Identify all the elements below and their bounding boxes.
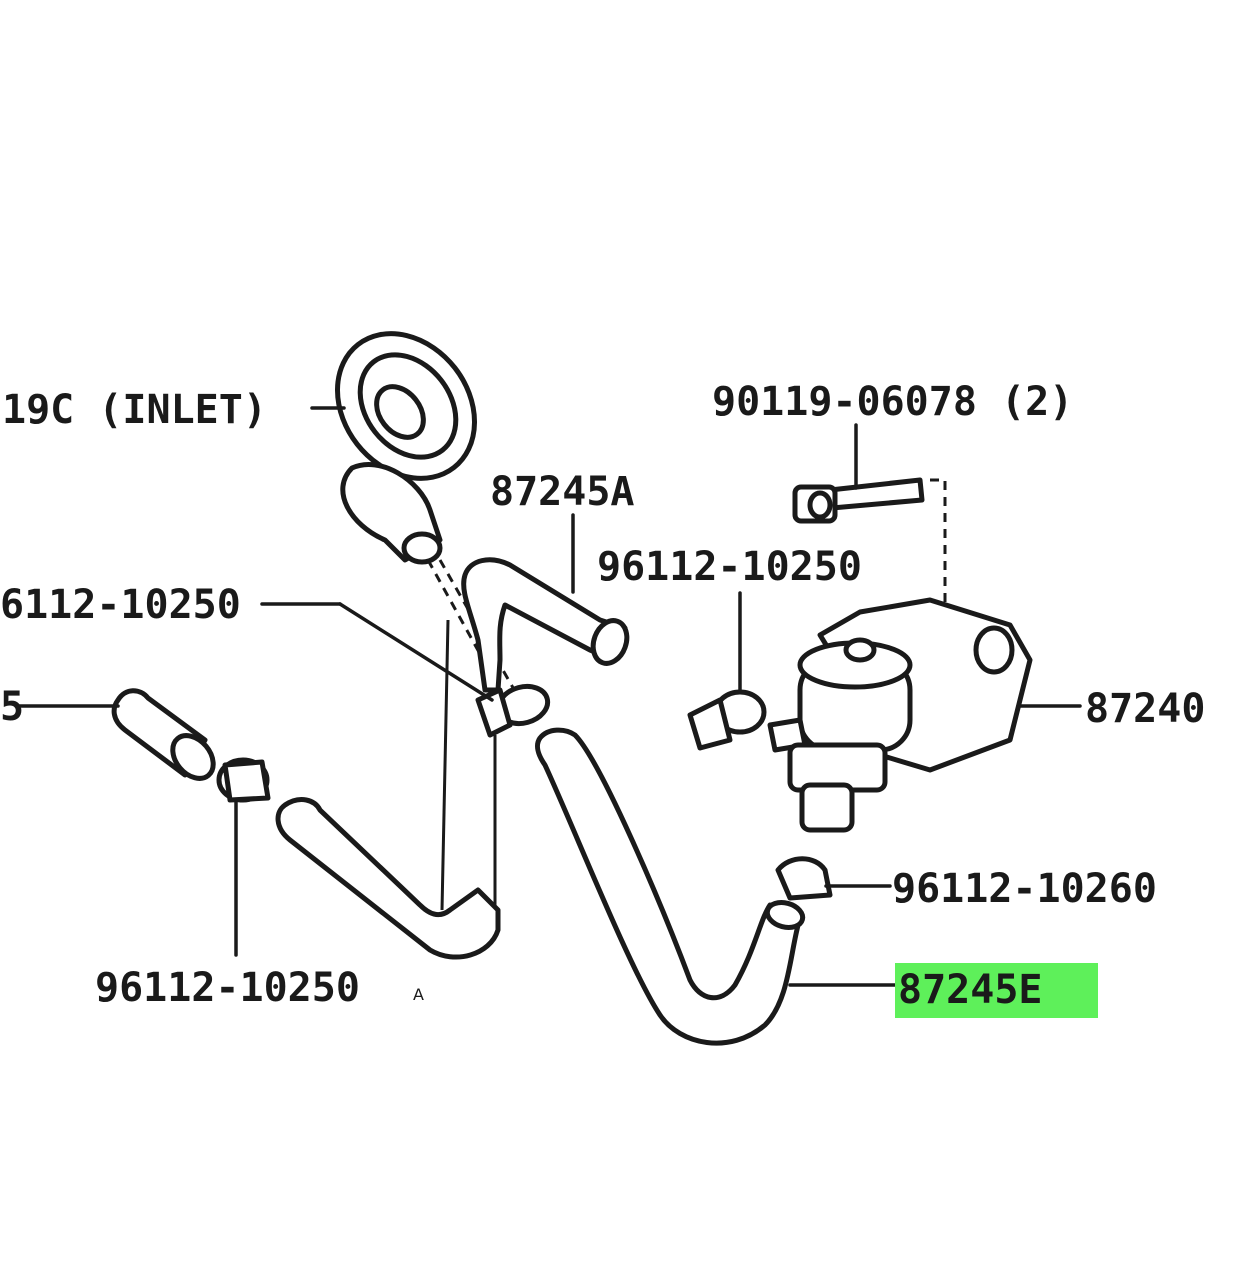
label-clamp-lower-right: 96112-10260 [892, 866, 1157, 912]
clamp-upper-right[interactable] [687, 689, 767, 751]
clamp-left[interactable] [216, 757, 271, 803]
label-clamp-upper-right: 96112-10250 [597, 544, 862, 590]
label-hose-87245a: 87245A [490, 469, 635, 515]
hose-lower-left[interactable] [275, 797, 501, 960]
label-clamp-bottom: 96112-10250 [95, 965, 360, 1011]
clamp-left-leader [338, 602, 494, 702]
bolt[interactable] [792, 477, 925, 524]
label-clamp-left: 6112-10250 [0, 582, 241, 628]
label-valve: 87240 [1085, 686, 1205, 732]
hose-87245e[interactable] [535, 727, 806, 1046]
label-bolt: 90119-06078 (2) [712, 379, 1073, 425]
clamp-middle[interactable] [475, 681, 552, 738]
label-small-mark: A [413, 985, 424, 1004]
assembly-dash-1 [426, 559, 502, 691]
inlet-cap[interactable] [309, 306, 503, 505]
hose-87245a[interactable] [461, 557, 633, 693]
highlight-87245e [895, 963, 1098, 1018]
pipe-vertical-1 [440, 619, 450, 911]
label-pipe-left: 5 [0, 684, 24, 730]
air-valve[interactable] [767, 597, 1033, 833]
label-hose-87245e: 87245E [898, 967, 1043, 1013]
label-inlet: 19C (INLET) [2, 387, 267, 433]
pipe-left[interactable] [111, 688, 221, 787]
inlet-elbow[interactable] [340, 461, 443, 565]
clamp-lower-right[interactable] [775, 856, 833, 901]
